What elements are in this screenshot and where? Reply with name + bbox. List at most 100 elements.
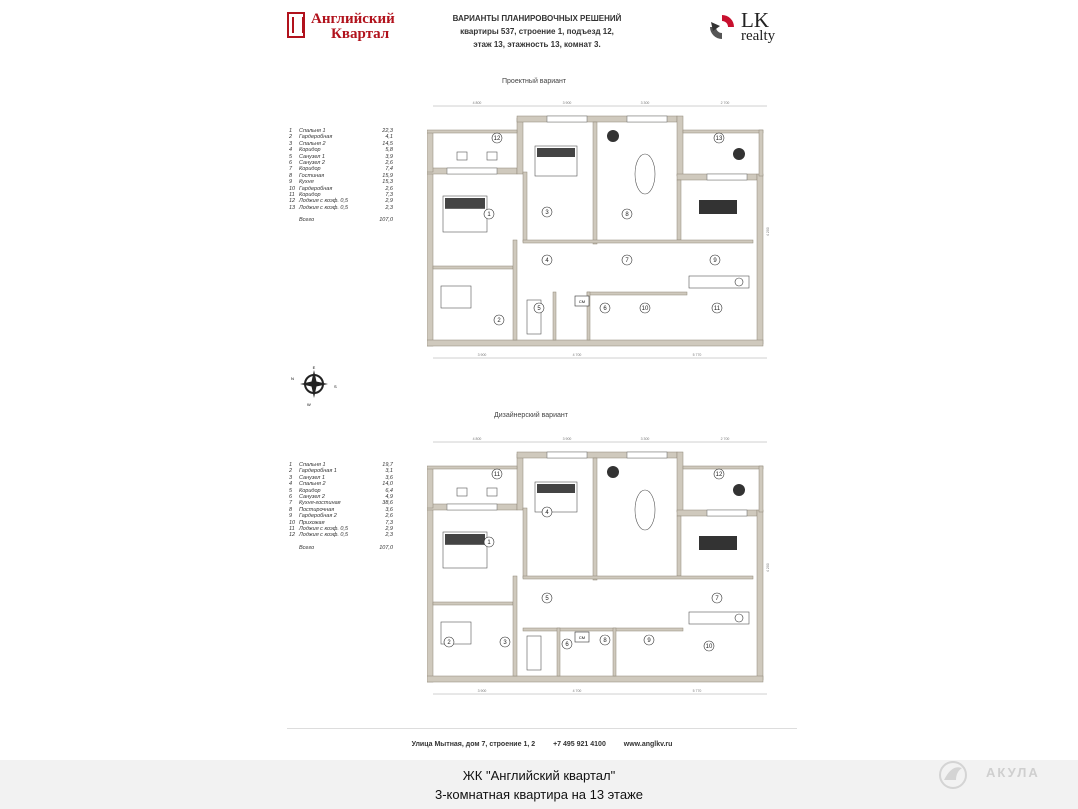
header-apartment: квартиры 537, строение 1, подъезд 12, [460, 27, 614, 36]
armchair-icon [440, 285, 472, 309]
legend-room-name: Санузел 2 [299, 494, 325, 501]
lk-realty-logo: LK realty [707, 8, 797, 50]
legend-room-name: Гардеробная 1 [299, 468, 337, 475]
footer-address: Улица Мытная, дом 7, строение 1, 2 [411, 741, 536, 748]
legend-room-number: 12 [289, 198, 296, 205]
dimension-bottom: 5 770 [693, 353, 702, 357]
legend-room-area: 2,6 [385, 513, 393, 520]
wall [427, 467, 434, 509]
plant-icon [607, 130, 619, 142]
room-number: 5 [537, 306, 541, 312]
legend-room-number: 11 [289, 526, 295, 533]
floor-plan-sheet: Английский Квартал ВАРИАНТЫ ПЛАНИРОВОЧНЫ… [287, 0, 797, 760]
room-number: 10 [706, 644, 713, 650]
legend-room-area: 3,9 [385, 153, 393, 160]
room-number: 8 [625, 212, 629, 218]
caption-apartment-description: 3-комнатная квартира на 13 этаже [434, 787, 643, 802]
legend-room-number: 6 [289, 160, 293, 167]
legend-room-number: 9 [289, 179, 293, 186]
legend-room-number: 7 [289, 500, 293, 507]
legend-room-area: 3,6 [385, 506, 393, 513]
legend-room-area: 2,9 [385, 526, 393, 533]
room-number: 7 [715, 596, 719, 602]
legend-room-name: Коридор [299, 147, 321, 154]
room-number: 4 [545, 510, 549, 516]
washer-icon [574, 631, 590, 643]
wall [427, 129, 518, 134]
pillow-icon [537, 484, 575, 493]
legend-room-area: 19,7 [382, 462, 393, 468]
room-number-badge [711, 592, 723, 604]
legend-room-area: 2,6 [385, 185, 393, 192]
legend-room-name: Постирочная [299, 506, 335, 513]
logo-realty: realty [741, 28, 776, 44]
variant1-title: Проектный вариант [502, 78, 567, 85]
pillow-icon [537, 148, 575, 157]
wall [427, 675, 764, 683]
legend-room-number: 9 [289, 513, 293, 520]
compass-n: N [291, 376, 294, 381]
room-number: 3 [545, 210, 549, 216]
wall [512, 575, 518, 677]
legend-room-name: Гардеробная [299, 185, 333, 192]
legend-room-name: Спальня 2 [299, 140, 326, 147]
crest-icon [287, 12, 305, 38]
logo-lk: LK [741, 8, 769, 32]
legend-room-name: Коридор [299, 166, 321, 173]
room-number: 9 [647, 638, 651, 644]
room-number-badge [713, 132, 725, 144]
room-number-badge [621, 254, 633, 266]
wall [758, 465, 764, 513]
dimension-bottom: 3 900 [478, 689, 487, 693]
wall [427, 503, 434, 683]
shark-fin-icon [939, 761, 967, 789]
legend-total-label: Всего [299, 544, 315, 551]
window [546, 115, 588, 123]
room-number-badge [711, 302, 723, 314]
wall [556, 627, 561, 677]
wall [427, 131, 434, 173]
legend-room-area: 2,9 [385, 198, 393, 205]
room-number: 5 [545, 596, 549, 602]
dimension-top: 3 300 [641, 101, 650, 105]
room-number: 4 [545, 258, 549, 264]
wall [427, 465, 518, 470]
legend-room-number: 3 [289, 140, 293, 147]
room-number: 1 [487, 212, 491, 218]
window [446, 167, 498, 175]
legend-room-area: 4,9 [385, 494, 393, 501]
wall [522, 171, 528, 243]
legend-room-name: Спальня 1 [299, 462, 326, 468]
sheet-footer: Улица Мытная, дом 7, строение 1, 2 +7 49… [287, 728, 797, 748]
legend-room-name: Лоджия с коэф. 0,5 [299, 532, 349, 539]
room-number: 7 [625, 258, 629, 264]
legend-room-area: 2,3 [385, 204, 393, 211]
variant2-title: Дизайнерский вариант [494, 412, 568, 419]
legend-room-area: 2,3 [385, 532, 393, 539]
wall [522, 507, 528, 579]
wall [432, 601, 514, 606]
legend-room-area: 4,1 [385, 134, 393, 141]
dining-table-icon [699, 536, 737, 550]
dimension-top: 2 700 [721, 101, 730, 105]
washer-label: СМ [579, 299, 585, 304]
room-number-badge [493, 314, 505, 326]
legend-room-number: 4 [289, 481, 293, 488]
window [546, 451, 588, 459]
room-number-badge [491, 132, 503, 144]
wall [552, 291, 557, 341]
bathtub-icon [526, 635, 542, 671]
legend-room-name: Санузел 1 [299, 153, 325, 160]
room-number-badge [639, 302, 651, 314]
